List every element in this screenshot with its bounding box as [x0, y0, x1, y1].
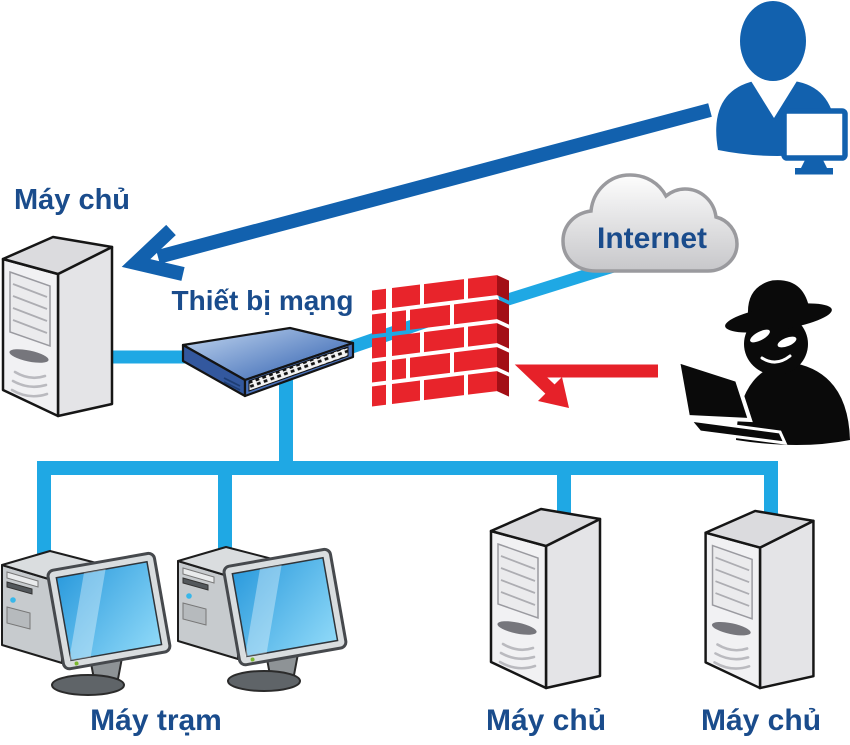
hacker-hat: [725, 280, 832, 333]
label-server-top: Máy chủ: [13, 184, 131, 216]
label-network-device: Thiết bị mạng: [171, 285, 354, 316]
hacker-smile: [760, 354, 792, 364]
brick-wall-firewall-icon: [372, 275, 509, 407]
switch-ports: [248, 346, 349, 392]
user-collar: [751, 81, 797, 118]
user-to-server-arrowhead: [121, 224, 185, 281]
user-with-monitor-icon: [716, 1, 848, 175]
hacker-eye-left: [750, 329, 770, 343]
tower-server-icon: [702, 508, 820, 694]
laptop-screen: [675, 358, 753, 423]
cloud-icon: [561, 173, 739, 273]
tower-server-icon: [488, 506, 606, 694]
hacker-eye-right: [777, 336, 797, 348]
monitor-icon: [781, 108, 848, 175]
label-workstations: Máy trạm: [90, 704, 222, 737]
tower-server-icon: [0, 234, 118, 422]
attack-arrow-shaft: [514, 364, 658, 396]
attack-arrowhead: [538, 377, 569, 408]
hacker-body: [736, 362, 850, 445]
label-server-bottom-right: Máy chủ: [700, 704, 822, 737]
laptop-base: [686, 418, 788, 445]
hacker-with-laptop-icon: [675, 280, 850, 445]
label-internet: Internet: [596, 222, 707, 255]
label-server-bottom-left: Máy chủ: [485, 704, 607, 737]
network-switch-icon: [181, 326, 355, 398]
desktop-computer-icon: [0, 545, 172, 703]
lan-bus-line: [37, 461, 778, 557]
user-head: [740, 1, 806, 81]
desktop-computer-icon: [176, 541, 348, 699]
user-to-server-arrow-shaft: [156, 103, 712, 264]
